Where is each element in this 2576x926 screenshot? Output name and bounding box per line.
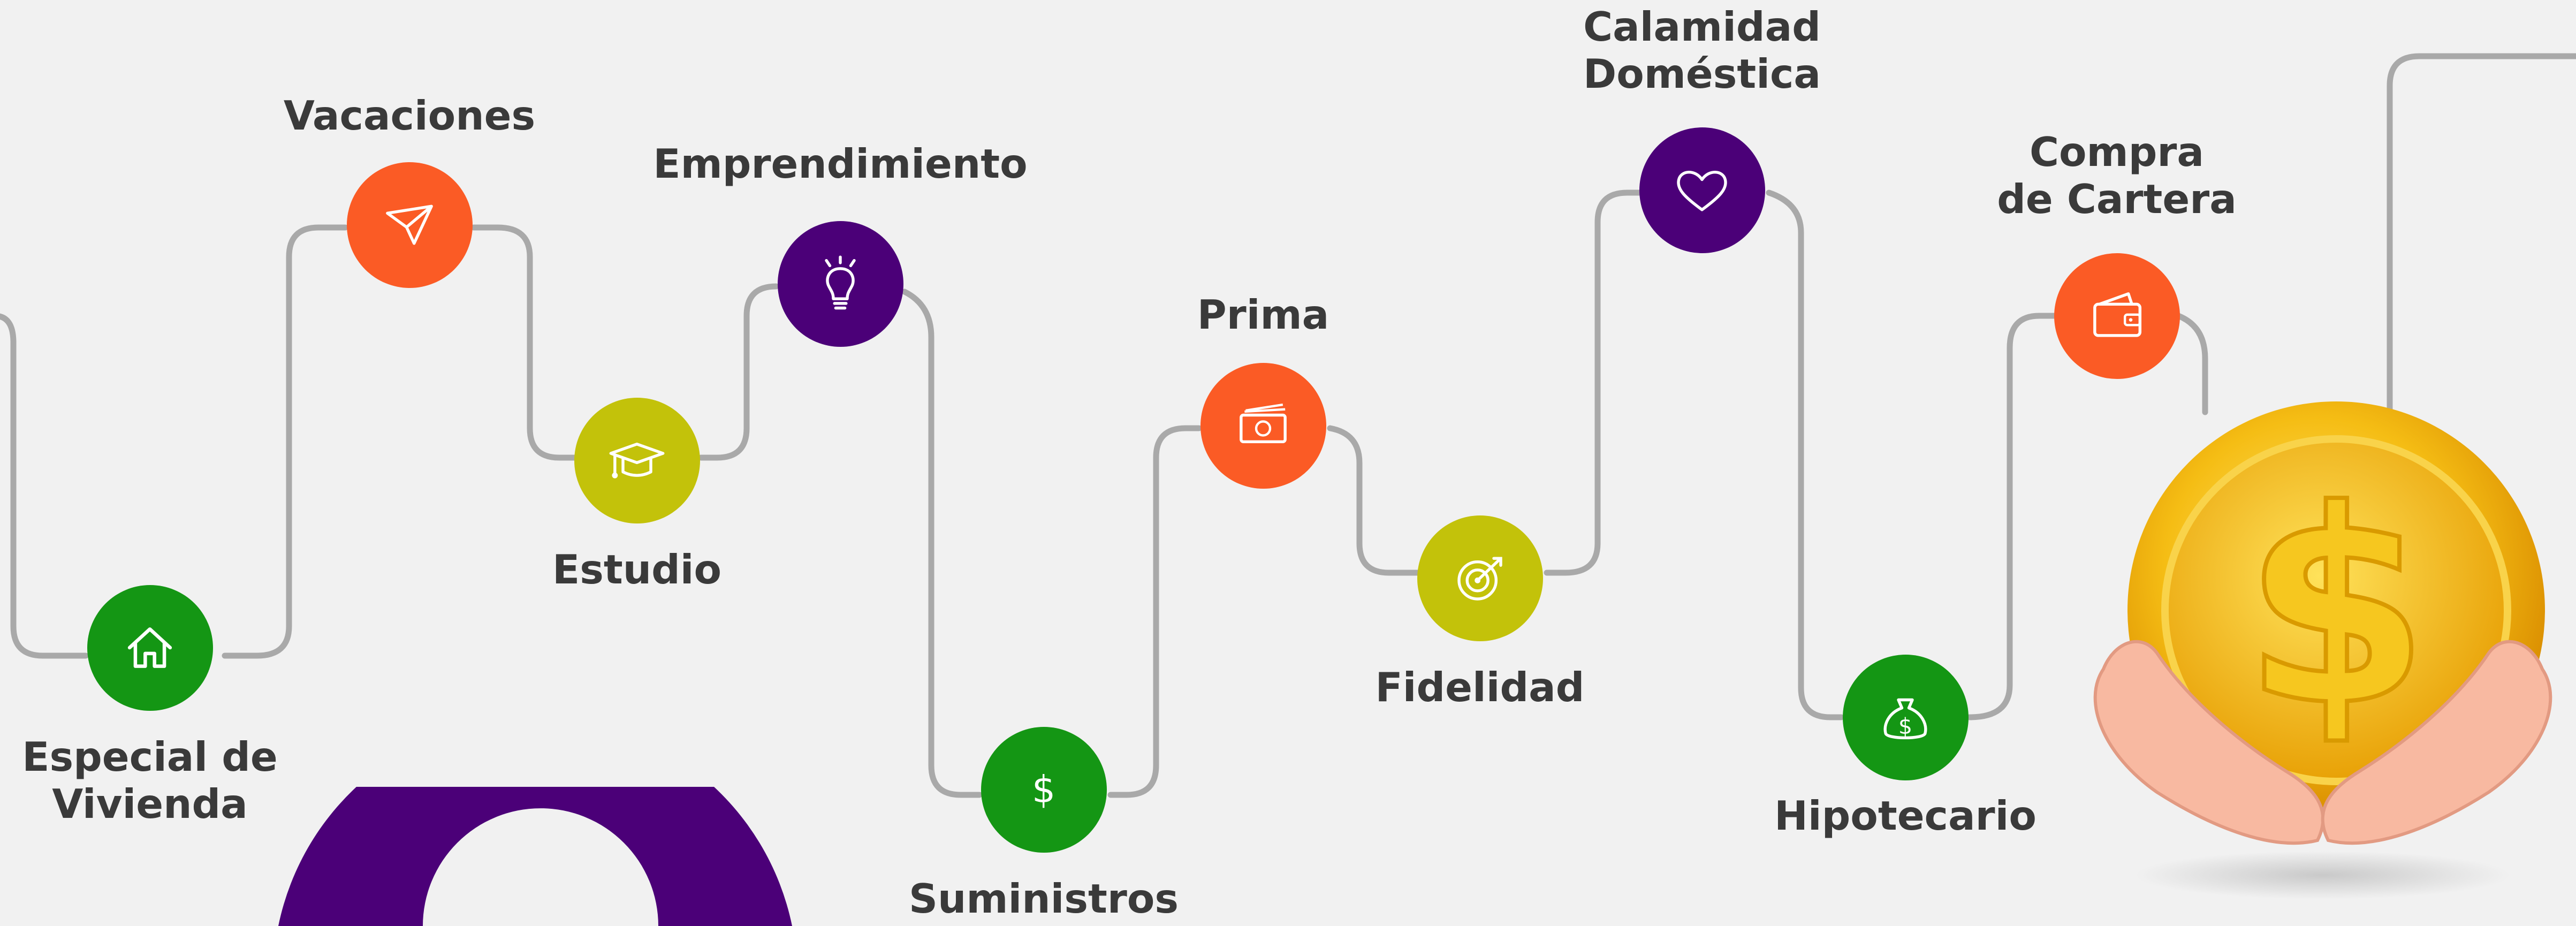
svg-text:$: $ [2243,453,2429,764]
label-line: Hipotecario [1774,792,2037,839]
house-icon [115,613,185,682]
label-line: Suministros [908,875,1179,922]
label-line: Fidelidad [1375,664,1585,711]
label-line: Vacaciones [283,92,536,139]
node-emprendimiento [777,221,903,347]
label-line: de Cartera [1997,176,2237,223]
label-line: Compra [2029,128,2204,176]
paper-plane-icon [375,190,444,260]
label-prima: Prima [1197,291,1329,338]
node-calamidad [1639,127,1765,253]
svg-text:$: $ [1898,713,1912,739]
label-suministros: Suministros [909,875,1179,922]
node-prima [1200,362,1326,489]
label-line: Vivienda [52,780,248,828]
label-emprendimiento: Emprendimiento [653,140,1027,187]
label-line: Doméstica [1583,50,1821,97]
wallet-icon [2082,281,2152,351]
svg-text:$: $ [1032,769,1055,811]
node-suministros: $ [981,726,1107,853]
label-hipotecario: Hipotecario [1774,792,2037,839]
label-estudio: Estudio [552,546,721,593]
node-cartera [2054,253,2180,379]
label-line: Especial de [22,733,278,780]
node-hipotecario: $ [1842,654,1969,780]
heart-icon [1667,155,1737,225]
purple-ring-shape [278,787,792,926]
label-line: Calamidad [1583,3,1821,50]
label-line: Prima [1197,291,1329,338]
node-fidelidad [1417,515,1543,641]
label-vacaciones: Vacaciones [284,92,535,139]
label-fidelidad: Fidelidad [1376,664,1585,711]
node-estudio [574,397,700,523]
node-vacaciones [346,162,473,288]
target-icon [1445,543,1515,613]
node-vivienda [87,585,213,711]
banknotes-icon [1228,391,1298,460]
lightbulb-icon [806,249,875,318]
graduation-cap-icon [602,426,672,495]
dollar-sign-icon: $ [1009,755,1078,824]
coin-in-hands-icon: $ [2093,401,2552,899]
label-line: Emprendimiento [653,140,1028,187]
money-bag-icon: $ [1871,682,1940,752]
label-line: Estudio [552,546,722,593]
